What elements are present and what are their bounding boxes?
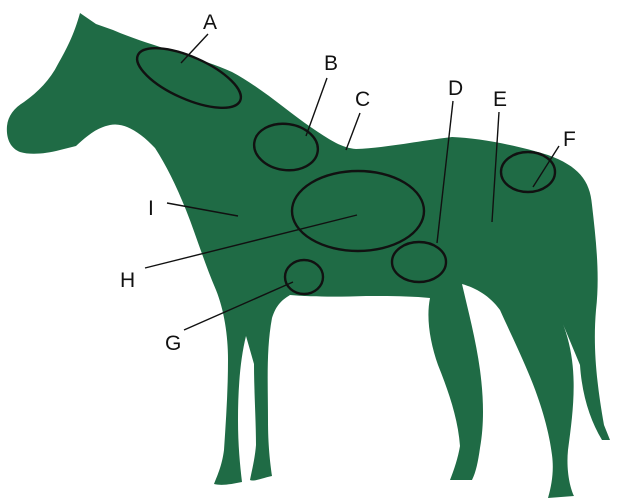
label-b: B — [324, 52, 338, 75]
label-c: C — [355, 88, 370, 111]
label-a: A — [203, 11, 217, 34]
label-h: H — [120, 269, 135, 292]
label-f: F — [563, 128, 576, 151]
label-g: G — [165, 332, 181, 355]
label-e: E — [493, 88, 507, 111]
label-i: I — [148, 197, 154, 220]
horse-body — [7, 13, 610, 498]
label-d: D — [448, 77, 463, 100]
leader-line-b — [306, 78, 327, 136]
horse-silhouette — [7, 13, 610, 498]
leader-line-c — [346, 113, 360, 150]
